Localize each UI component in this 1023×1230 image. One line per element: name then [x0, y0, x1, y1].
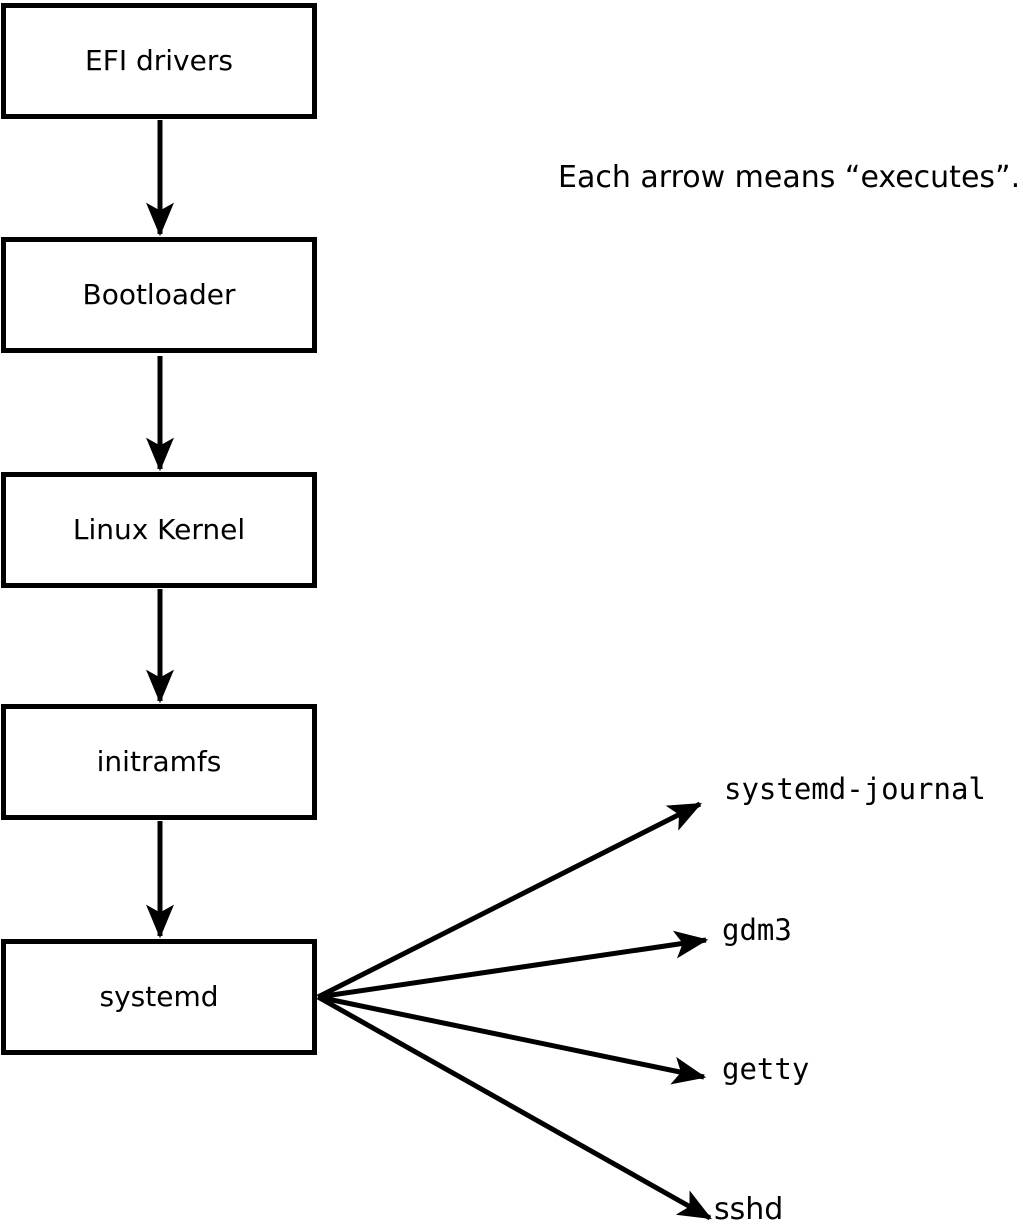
flowchart-box-efi-drivers: EFI drivers [1, 3, 317, 119]
process-label-getty: getty [722, 1052, 810, 1086]
arrow-systemd-to-sshd [316, 994, 712, 1221]
process-label-gdm3: gdm3 [722, 913, 792, 947]
flowchart-box-initramfs: initramfs [1, 704, 317, 820]
flowchart-box-linux-kernel: Linux Kernel [1, 472, 317, 588]
flowchart-box-bootloader: Bootloader [1, 237, 317, 353]
diagram-caption: Each arrow means “executes”. [558, 160, 1021, 195]
arrow-systemd-to-systemd-journal [316, 801, 702, 1000]
flowchart-box-systemd: systemd [1, 939, 317, 1055]
process-label-systemd-journal: systemd-journal [724, 772, 986, 806]
arrow-systemd-to-gdm3 [317, 930, 709, 1000]
arrow-systemd-to-getty [317, 994, 707, 1085]
process-label-sshd: sshd [714, 1192, 784, 1227]
